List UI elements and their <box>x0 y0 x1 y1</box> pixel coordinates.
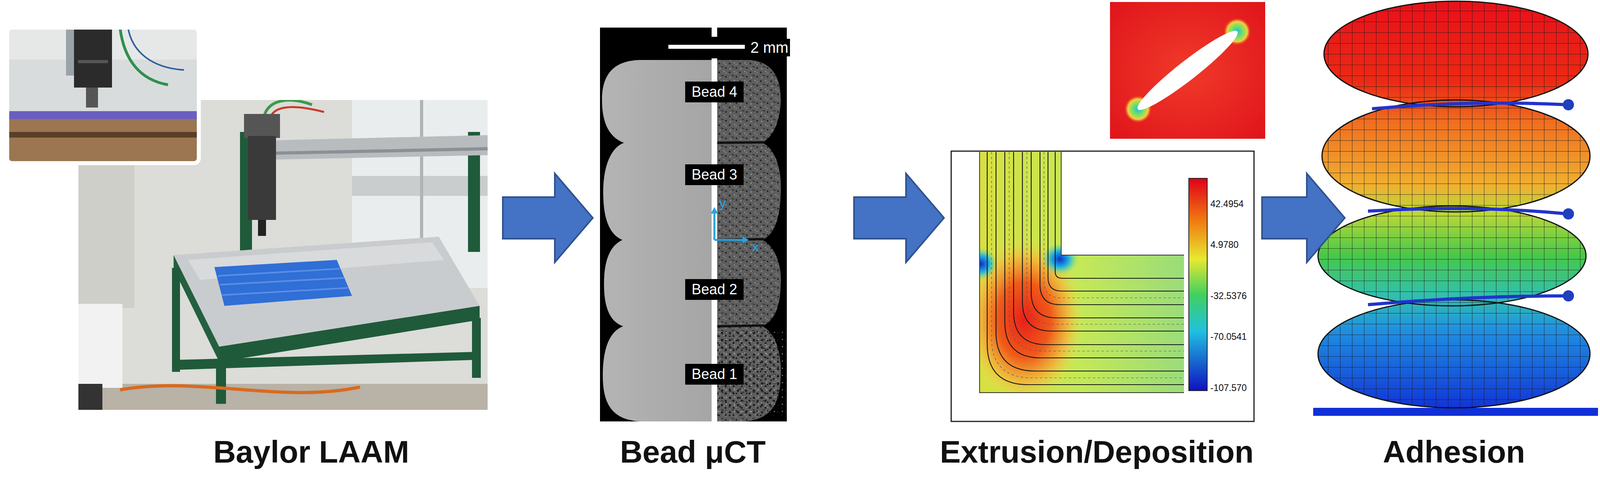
extruder-inset-photo <box>7 27 199 164</box>
panel-caption: Baylor LAAM <box>213 434 410 470</box>
ct-panel: Bead μCTBead 4Bead 3Bead 2Bead 1 <box>600 27 787 422</box>
bead-tag: Bead 1 <box>685 364 744 385</box>
block-arrow <box>854 173 944 263</box>
block-arrow <box>1262 173 1345 263</box>
micro-ct-image <box>600 27 787 422</box>
bead-label: Bead 1 <box>691 366 738 383</box>
bead-tag: Bead 2 <box>685 279 744 300</box>
bead-mesh-model <box>1313 0 1598 416</box>
printer-panel: Baylor LAAM <box>78 100 488 410</box>
colorbar-value: -32.5376 <box>1210 290 1247 302</box>
bead-tag: Bead 4 <box>685 81 744 103</box>
bead-label: Bead 2 <box>691 281 738 298</box>
flow-field-plot <box>951 151 1254 422</box>
crack-stress-inset <box>1110 2 1266 139</box>
bead-tag: Bead 3 <box>685 164 744 186</box>
adhesion-panel: Adhesion <box>1352 0 1596 416</box>
bead-label: Bead 4 <box>691 83 738 100</box>
bead-label: Bead 3 <box>691 166 738 183</box>
panel-caption: Bead μCT <box>620 434 766 470</box>
colorbar-value: -107.570 <box>1210 382 1247 394</box>
axis-triad <box>710 207 749 244</box>
panel-caption: Extrusion/Deposition <box>940 434 1254 470</box>
simulation-panel: Extrusion/Deposition <box>951 151 1254 422</box>
block-arrow <box>502 173 593 263</box>
axis-label: y <box>719 195 726 211</box>
scale-bar-label: 2 mm <box>748 38 790 57</box>
colorbar-value: -70.0541 <box>1210 331 1247 342</box>
axis-label: x <box>752 239 759 255</box>
colorbar-value: 4.9780 <box>1210 239 1239 250</box>
panel-caption: Adhesion <box>1382 434 1525 470</box>
colorbar-value: 42.4954 <box>1210 198 1244 210</box>
